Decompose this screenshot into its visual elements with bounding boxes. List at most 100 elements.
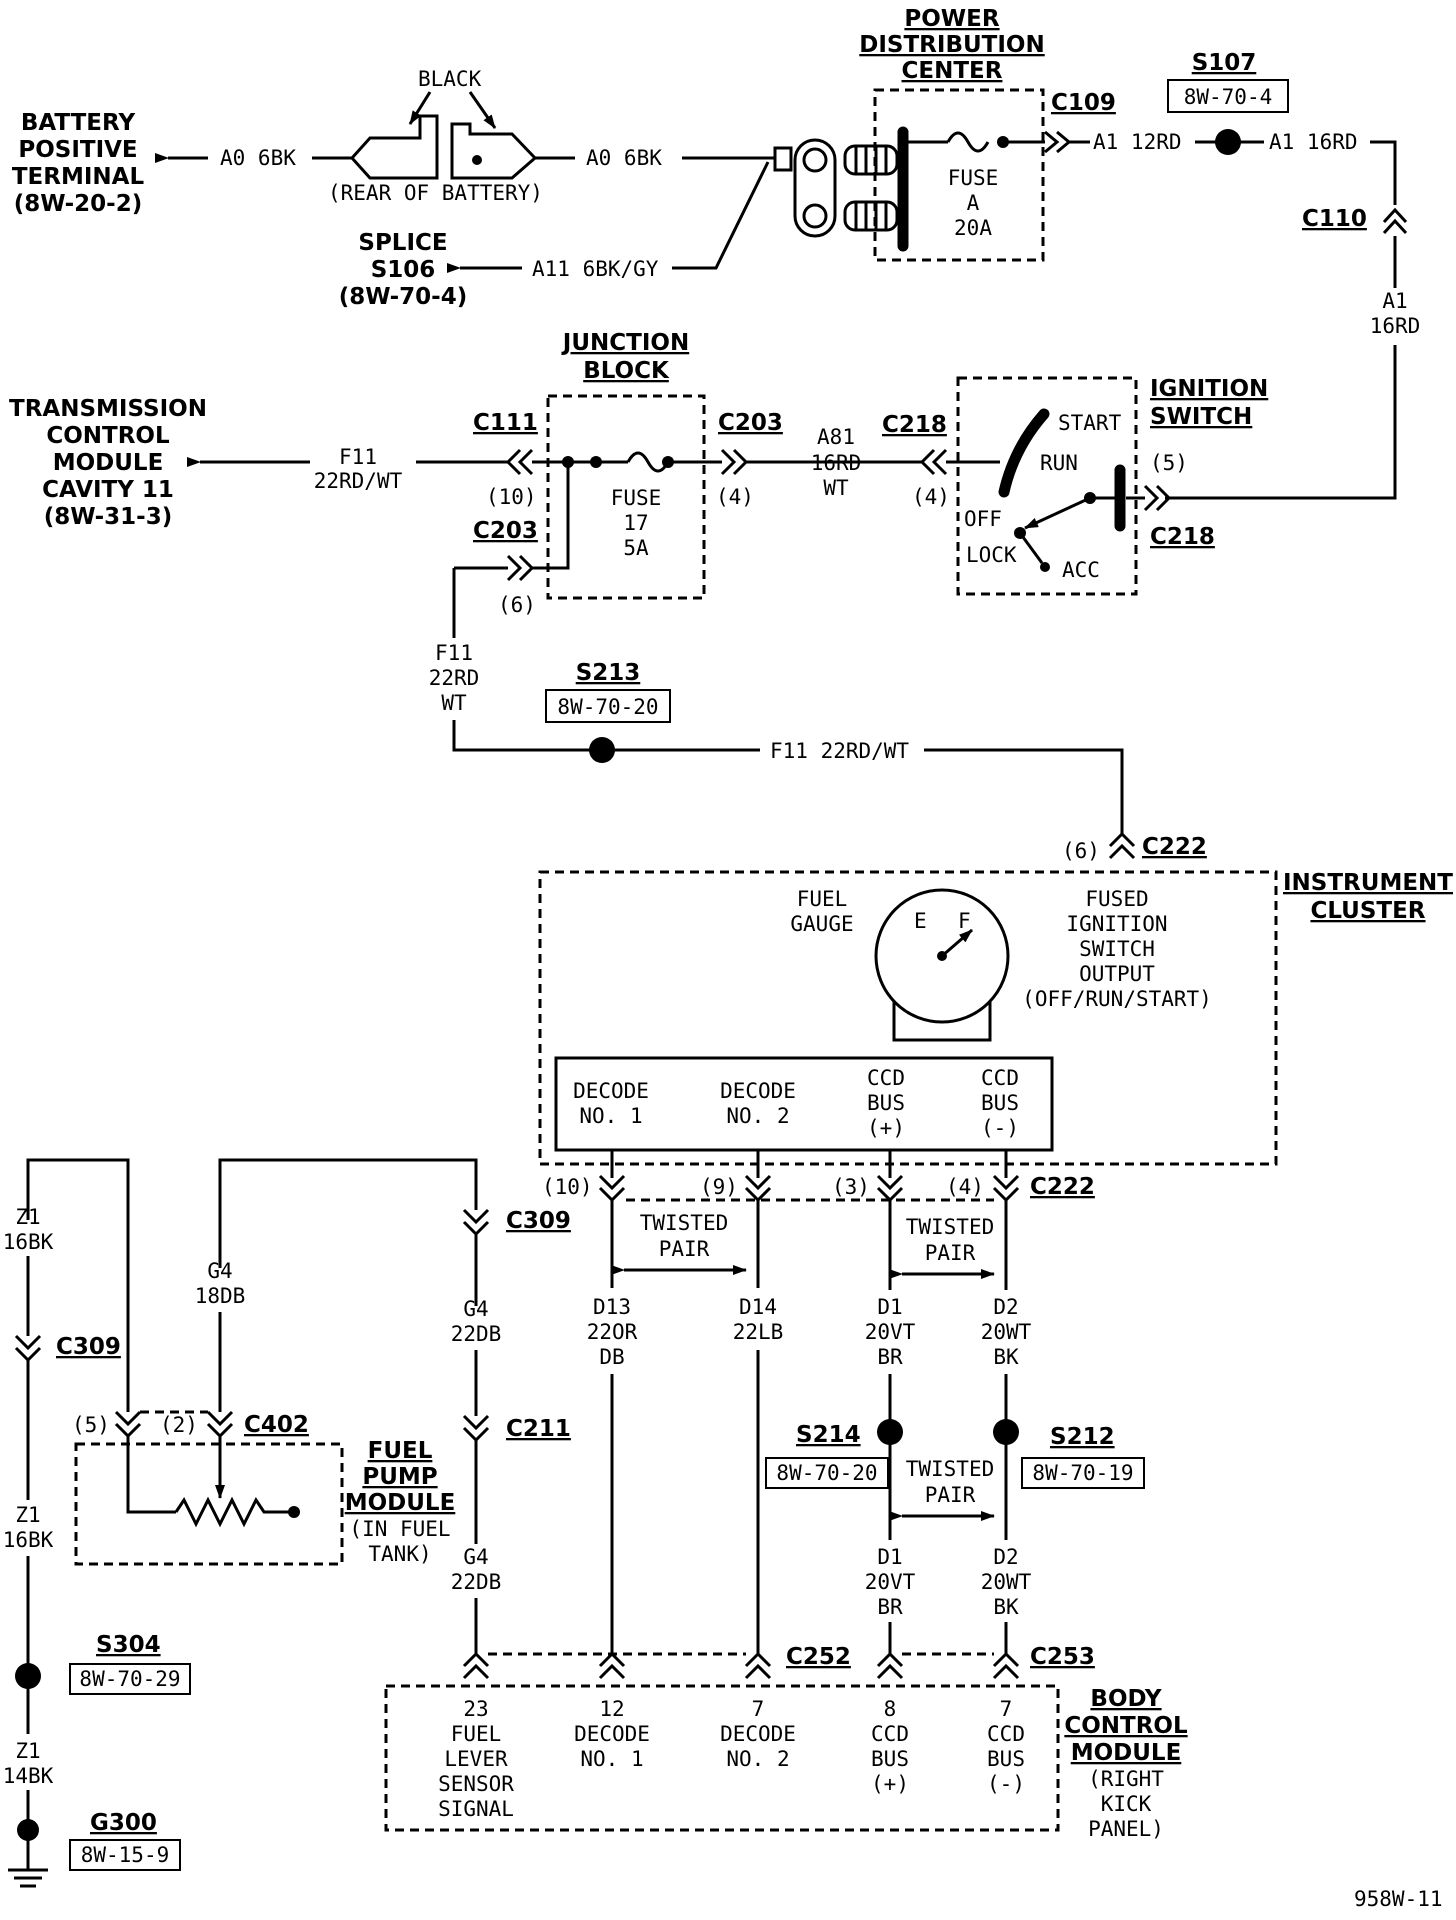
- figure-id: 958W-11: [1354, 1887, 1443, 1911]
- connector-c211: [462, 1414, 490, 1443]
- fused-ignition-label: FUSED IGNITION SWITCH OUTPUT (OFF/RUN/ST…: [1022, 887, 1212, 1011]
- cluster-ccd-pos: CCD BUS (+): [867, 1066, 905, 1140]
- svg-text:WT: WT: [441, 691, 467, 715]
- rheostat-terminal: [288, 1506, 300, 1518]
- pin-c218-left: (4): [912, 485, 950, 509]
- svg-text:SWITCH: SWITCH: [1079, 937, 1155, 961]
- black-arrow-right: [468, 91, 497, 129]
- s212-ref: 8W-70-19: [1032, 1461, 1133, 1485]
- svg-text:TWISTED: TWISTED: [906, 1457, 995, 1481]
- connector-c211-label: C211: [506, 1416, 571, 1442]
- svg-text:CLUSTER: CLUSTER: [1310, 898, 1425, 924]
- svg-text:23: 23: [463, 1697, 488, 1721]
- s213-ref: 8W-70-20: [557, 695, 658, 719]
- svg-text:G4: G4: [463, 1545, 488, 1569]
- bcm-pin-7-decode: 7 DECODE NO. 2: [720, 1697, 796, 1771]
- body-control-module-sub: (RIGHT KICK PANEL): [1088, 1767, 1164, 1841]
- svg-text:CONTROL: CONTROL: [1064, 1713, 1188, 1739]
- svg-text:BODY: BODY: [1090, 1686, 1162, 1712]
- svg-text:A1: A1: [1382, 289, 1407, 313]
- ign-lock-acc-link: [1018, 532, 1044, 564]
- svg-text:20A: 20A: [954, 216, 992, 240]
- pdc-box: [873, 88, 1045, 262]
- fuse-17-label: FUSE 17 5A: [611, 486, 662, 560]
- svg-text:DECODE: DECODE: [574, 1722, 650, 1746]
- wire-g4-top: [218, 1158, 478, 1268]
- splice-s213: [589, 737, 615, 763]
- connector-c252: [462, 1651, 772, 1680]
- svg-text:D14: D14: [739, 1295, 777, 1319]
- wire-a1-16rd: [1370, 140, 1397, 205]
- ignition-switch-box: [956, 376, 1138, 596]
- fuse-a-symbol: [946, 131, 990, 153]
- battery-positive-label: BATTERY POSITIVE TERMINAL (8W-20-2): [12, 110, 145, 217]
- svg-text:22DB: 22DB: [451, 1570, 502, 1594]
- battery-terminal-left: [349, 114, 439, 180]
- svg-text:BUS: BUS: [987, 1747, 1025, 1771]
- connector-c218-right-label: C218: [1150, 524, 1215, 550]
- svg-text:16RD: 16RD: [811, 451, 862, 475]
- wire-label-d2-lower: D2 20WT BK: [981, 1545, 1032, 1619]
- wire-label-g4-22db-lower: G4 22DB: [451, 1545, 502, 1594]
- svg-text:Z1: Z1: [15, 1739, 40, 1763]
- svg-text:22LB: 22LB: [733, 1320, 784, 1344]
- svg-text:FUSE: FUSE: [948, 166, 999, 190]
- svg-text:F11: F11: [435, 641, 473, 665]
- ign-off: OFF: [964, 507, 1002, 531]
- svg-text:BK: BK: [993, 1595, 1019, 1619]
- connector-c203-upper: [720, 448, 749, 476]
- ground-icon: [8, 1868, 48, 1888]
- svg-text:BLOCK: BLOCK: [583, 358, 670, 384]
- fuel-gauge: [874, 888, 1010, 1024]
- svg-text:20WT: 20WT: [981, 1570, 1032, 1594]
- svg-text:TANK): TANK): [368, 1542, 431, 1566]
- svg-text:7: 7: [1000, 1697, 1013, 1721]
- wire-label-g4-18db: G4 18DB: [195, 1259, 246, 1308]
- connector-c309-left-label: C309: [56, 1334, 121, 1360]
- svg-text:NO. 2: NO. 2: [726, 1747, 789, 1771]
- connector-c203-upper-label: C203: [718, 410, 783, 436]
- body-control-module-title: BODY CONTROL MODULE: [1064, 1686, 1188, 1766]
- fuel-pump-module-sub: (IN FUEL TANK): [349, 1517, 450, 1566]
- svg-text:D1: D1: [877, 1295, 902, 1319]
- svg-text:A81: A81: [817, 425, 855, 449]
- pin-c402-2: (2): [160, 1413, 198, 1437]
- connector-c109: [1044, 130, 1072, 154]
- svg-text:20WT: 20WT: [981, 1320, 1032, 1344]
- s214-ref: 8W-70-20: [776, 1461, 877, 1485]
- svg-text:DECODE: DECODE: [573, 1079, 649, 1103]
- connector-c203-lower: [506, 554, 535, 582]
- svg-text:20VT: 20VT: [865, 1570, 916, 1594]
- svg-text:IGNITION: IGNITION: [1066, 912, 1167, 936]
- connector-c111: [505, 448, 534, 476]
- connector-c110: [1382, 207, 1408, 235]
- svg-text:(OFF/RUN/START): (OFF/RUN/START): [1022, 987, 1212, 1011]
- bcm-pin-23: 23 FUEL LEVER SENSOR SIGNAL: [438, 1697, 514, 1821]
- g300-ref-box: [69, 1839, 181, 1871]
- svg-text:(8W-20-2): (8W-20-2): [14, 191, 142, 217]
- svg-text:(+): (+): [871, 1772, 909, 1796]
- wire-label-d13: D13 22OR DB: [587, 1295, 638, 1369]
- ground-g300-label: G300: [90, 1810, 157, 1836]
- cluster-decode1: DECODE NO. 1: [573, 1079, 649, 1128]
- s107-ref-box: [1167, 79, 1289, 113]
- cluster-decode2: DECODE NO. 2: [720, 1079, 796, 1128]
- svg-text:CCD: CCD: [871, 1722, 909, 1746]
- splice-s304: [15, 1663, 41, 1689]
- svg-text:PUMP: PUMP: [362, 1464, 437, 1490]
- wire-a1-vert: [1165, 345, 1397, 500]
- wire-label-f11-h: F11 22RD/WT: [314, 445, 403, 493]
- connector-c110-label: C110: [1302, 206, 1367, 232]
- svg-text:FUSED: FUSED: [1085, 887, 1148, 911]
- connector-c222-top: [1108, 831, 1136, 860]
- svg-text:D2: D2: [993, 1295, 1018, 1319]
- svg-text:G4: G4: [463, 1297, 488, 1321]
- svg-text:16BK: 16BK: [3, 1230, 54, 1254]
- svg-text:INSTRUMENT: INSTRUMENT: [1283, 870, 1453, 896]
- bcm-pin-12: 12 DECODE NO. 1: [574, 1697, 650, 1771]
- cluster-module-box: [554, 1056, 1054, 1152]
- black-arrow-left: [408, 91, 432, 125]
- pin-c203-upper: (4): [716, 485, 754, 509]
- svg-text:POSITIVE: POSITIVE: [18, 137, 137, 163]
- pin-c222-4: (4): [946, 1175, 984, 1199]
